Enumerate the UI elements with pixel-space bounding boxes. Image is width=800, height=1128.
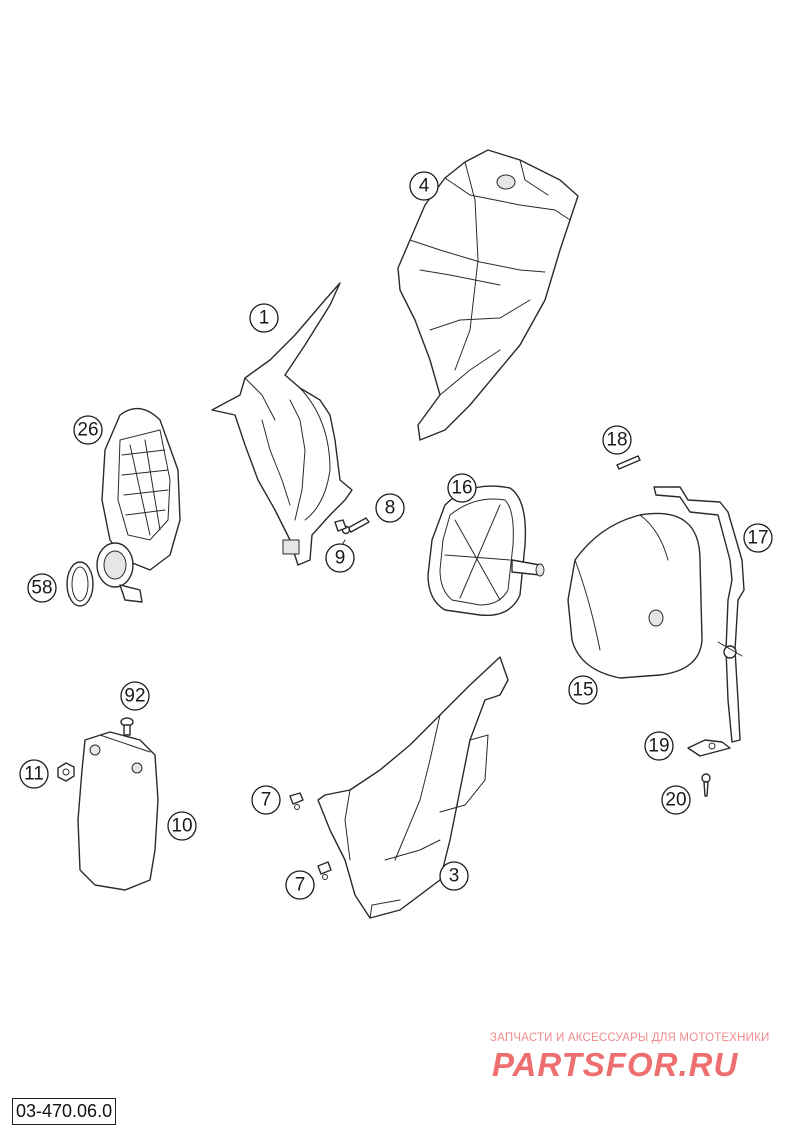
- callout-19-label: 19: [648, 736, 669, 757]
- callout-9-label: 9: [335, 548, 346, 569]
- callout-11: 11: [19, 759, 49, 789]
- watermark-logo: PARTSFOR.RU: [492, 1046, 739, 1083]
- callout-58: 58: [27, 573, 57, 603]
- callout-18-label: 18: [606, 430, 627, 451]
- callout-7-lower: 7: [285, 870, 315, 900]
- callout-17: 17: [743, 523, 773, 553]
- callout-7-upper: 7: [251, 785, 281, 815]
- part-4-airbox-housing: [397, 149, 579, 441]
- part-8-bolt: [341, 517, 370, 535]
- callout-26: 26: [73, 415, 103, 445]
- callout-10-label: 10: [171, 816, 192, 837]
- watermark-tagline: ЗАПЧАСТИ И АКСЕССУАРЫ ДЛЯ МОТОТЕХНИКИ: [490, 1032, 770, 1044]
- part-7-clip-lower: [317, 861, 332, 880]
- part-18-pin: [616, 455, 641, 470]
- callout-26-label: 26: [77, 420, 98, 441]
- callout-92: 92: [120, 681, 150, 711]
- part-20-screw: [701, 773, 711, 797]
- callout-7b-label: 7: [295, 875, 306, 896]
- callout-16: 16: [447, 473, 477, 503]
- callout-7a-label: 7: [261, 790, 272, 811]
- callout-4-label: 4: [419, 176, 430, 197]
- callout-15-label: 15: [572, 680, 593, 701]
- callout-8: 8: [375, 493, 405, 523]
- part-58-clamp-ring: [66, 561, 94, 607]
- callout-1: 1: [249, 303, 279, 333]
- callout-11-label: 11: [24, 764, 44, 785]
- part-1-intake-bracket: [211, 282, 353, 566]
- callout-20: 20: [661, 785, 691, 815]
- callout-58-label: 58: [31, 578, 52, 599]
- part-3-side-panel: [317, 656, 509, 919]
- callout-17-label: 17: [747, 528, 768, 549]
- callout-3-label: 3: [449, 866, 460, 887]
- diagram-reference-code: 03-470.06.0: [12, 1098, 117, 1125]
- callout-10: 10: [167, 811, 197, 841]
- part-17-retaining-bracket: [653, 486, 745, 743]
- part-19-wing-nut: [687, 739, 731, 757]
- part-26-filter-cage: [96, 407, 181, 603]
- part-7-clip-upper: [289, 792, 304, 810]
- callout-92-label: 92: [124, 686, 145, 707]
- part-16-filter-frame: [427, 485, 545, 617]
- callout-16-label: 16: [451, 478, 472, 499]
- callout-9: 9: [325, 543, 355, 573]
- part-9-nut: [334, 519, 347, 532]
- callout-4: 4: [409, 171, 439, 201]
- callout-19: 19: [644, 731, 674, 761]
- callout-20-label: 20: [665, 790, 686, 811]
- callout-1-label: 1: [259, 308, 270, 329]
- callout-15: 15: [568, 675, 598, 705]
- part-15-air-filter: [567, 512, 703, 679]
- callout-8-label: 8: [385, 498, 396, 519]
- part-11-nut: [57, 762, 75, 782]
- part-92-screw: [120, 717, 134, 736]
- part-10-mud-flap: [77, 731, 159, 891]
- callout-18: 18: [602, 425, 632, 455]
- callout-3: 3: [439, 861, 469, 891]
